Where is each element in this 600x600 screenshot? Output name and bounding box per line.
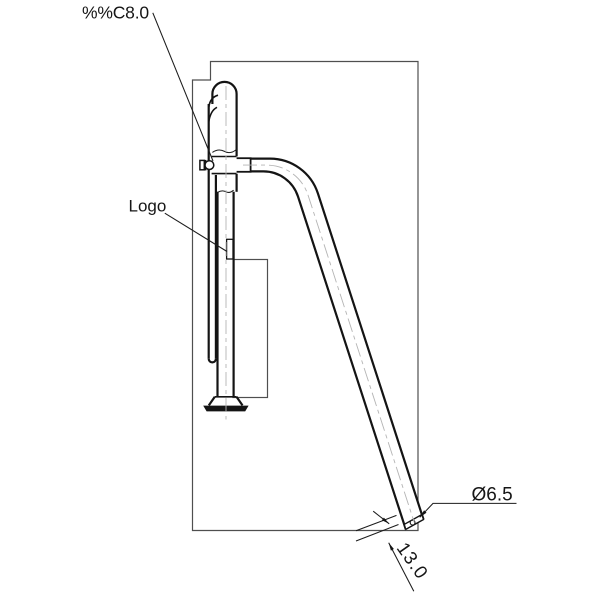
dimension-arrowhead	[388, 542, 394, 551]
dimension-arrowhead	[381, 517, 390, 524]
panel-outline	[191, 60, 419, 532]
grip-bend-arc	[208, 94, 219, 108]
support-post	[211, 80, 238, 398]
logo-plate	[225, 238, 234, 260]
end-hole-leader	[419, 502, 517, 518]
tube-end-hole	[409, 519, 416, 526]
tube-top-edge	[250, 157, 425, 520]
diagonal-tube	[250, 157, 425, 531]
end-width-dimension-text: 13.0	[393, 538, 433, 583]
screw-head	[199, 159, 206, 171]
screw-washer	[204, 159, 215, 171]
logo-area-rect	[232, 258, 269, 399]
leader-arrowhead	[419, 510, 427, 518]
diameter-callout-leader	[152, 12, 214, 162]
post-cap	[211, 80, 238, 157]
clamp-assembly	[199, 155, 237, 175]
end-width-dimension	[355, 510, 415, 592]
end-hole-diameter-text: Ø6.5	[472, 485, 513, 506]
logo-callout-text: Logo	[129, 197, 167, 216]
tube-bottom-edge	[250, 170, 407, 530]
break-line	[212, 148, 237, 154]
top-diameter-callout-text: %%C8.0	[82, 2, 149, 22]
logo-callout-leader	[164, 212, 228, 252]
base-flange	[203, 396, 249, 412]
grip-bend-arc	[208, 106, 218, 122]
